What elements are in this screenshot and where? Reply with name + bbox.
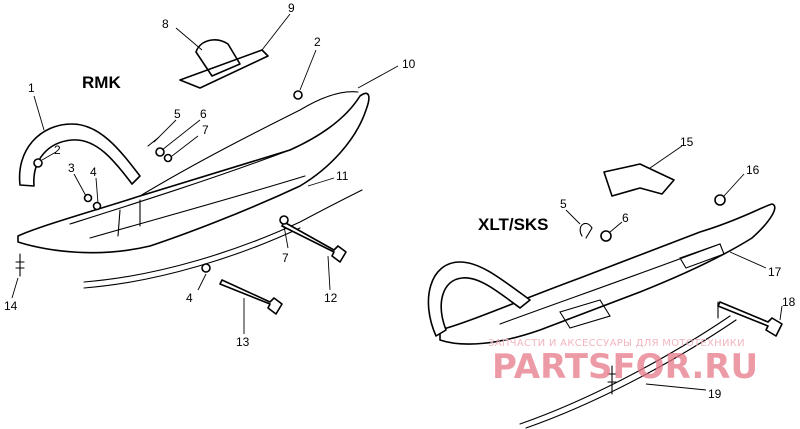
- xlt-nut-16: [714, 194, 726, 206]
- title-rmk: RMK: [82, 73, 121, 92]
- rmk-washer-4: [92, 201, 102, 211]
- watermark-tagline: ЗАПЧАСТИ И АКСЕССУАРЫ ДЛЯ МОТОТЕХНИКИ: [488, 338, 745, 349]
- callout-19: 19: [708, 387, 722, 401]
- rmk-wear-bar: [83, 189, 363, 283]
- rmk-handle: [18, 123, 141, 187]
- xlt-ski-body: [439, 203, 776, 345]
- callout-10: 10: [402, 57, 416, 71]
- callout-6b: 6: [622, 211, 629, 225]
- rmk-washer-7: [163, 153, 173, 163]
- rmk-washer-7-low: [279, 215, 289, 225]
- callout-4b: 4: [186, 291, 193, 305]
- rmk-washer-4-low: [201, 263, 211, 273]
- callout-13: 13: [236, 335, 250, 349]
- callout-7a: 7: [202, 123, 209, 137]
- rmk-stud: [15, 253, 25, 277]
- rmk-saddle: [179, 39, 269, 89]
- callout-16: 16: [746, 163, 760, 177]
- callout-18: 18: [782, 295, 796, 309]
- callout-4a: 4: [90, 165, 97, 179]
- title-xlt-sks: XLT/SKS: [478, 215, 549, 234]
- xlt-cotter-pin: [579, 222, 593, 239]
- callout-2a: 2: [54, 143, 61, 157]
- xlt-handle: [427, 261, 531, 337]
- callout-3: 3: [68, 161, 75, 175]
- callout-11: 11: [336, 169, 349, 183]
- callout-9: 9: [288, 1, 295, 15]
- callout-6a: 6: [200, 107, 207, 121]
- rmk-bolt-13: [219, 279, 283, 315]
- xlt-wear-bar: [519, 315, 737, 429]
- xlt-stud: [607, 365, 617, 395]
- callout-12: 12: [324, 291, 338, 305]
- xlt-ski-channel: [499, 243, 725, 329]
- callout-5b: 5: [560, 197, 567, 211]
- rmk-assembly: [15, 39, 370, 315]
- rmk-bolt-12: [281, 221, 347, 263]
- xlt-washer-6: [600, 230, 612, 242]
- rmk-wear-bar-lower: [83, 227, 301, 289]
- leader-lines: [11, 13, 783, 391]
- callout-5a: 5: [174, 107, 181, 121]
- callout-15: 15: [680, 135, 694, 149]
- callout-2b: 2: [314, 35, 321, 49]
- watermark-brand: PARTSFOR.RU: [492, 347, 758, 387]
- xlt-saddle: [603, 163, 675, 197]
- rmk-washer-3: [83, 193, 93, 203]
- callout-14: 14: [4, 299, 18, 313]
- xlt-assembly: [427, 163, 783, 429]
- rmk-nut-2: [293, 90, 303, 100]
- callout-8: 8: [162, 17, 169, 31]
- callout-1: 1: [28, 81, 35, 95]
- xlt-bolt-18: [717, 301, 783, 337]
- rmk-nut-2-handle: [33, 158, 43, 168]
- rmk-ski-channel: [69, 149, 306, 239]
- callout-7b: 7: [282, 251, 289, 265]
- callout-17: 17: [768, 265, 782, 279]
- rmk-ski-top-rail: [139, 91, 359, 197]
